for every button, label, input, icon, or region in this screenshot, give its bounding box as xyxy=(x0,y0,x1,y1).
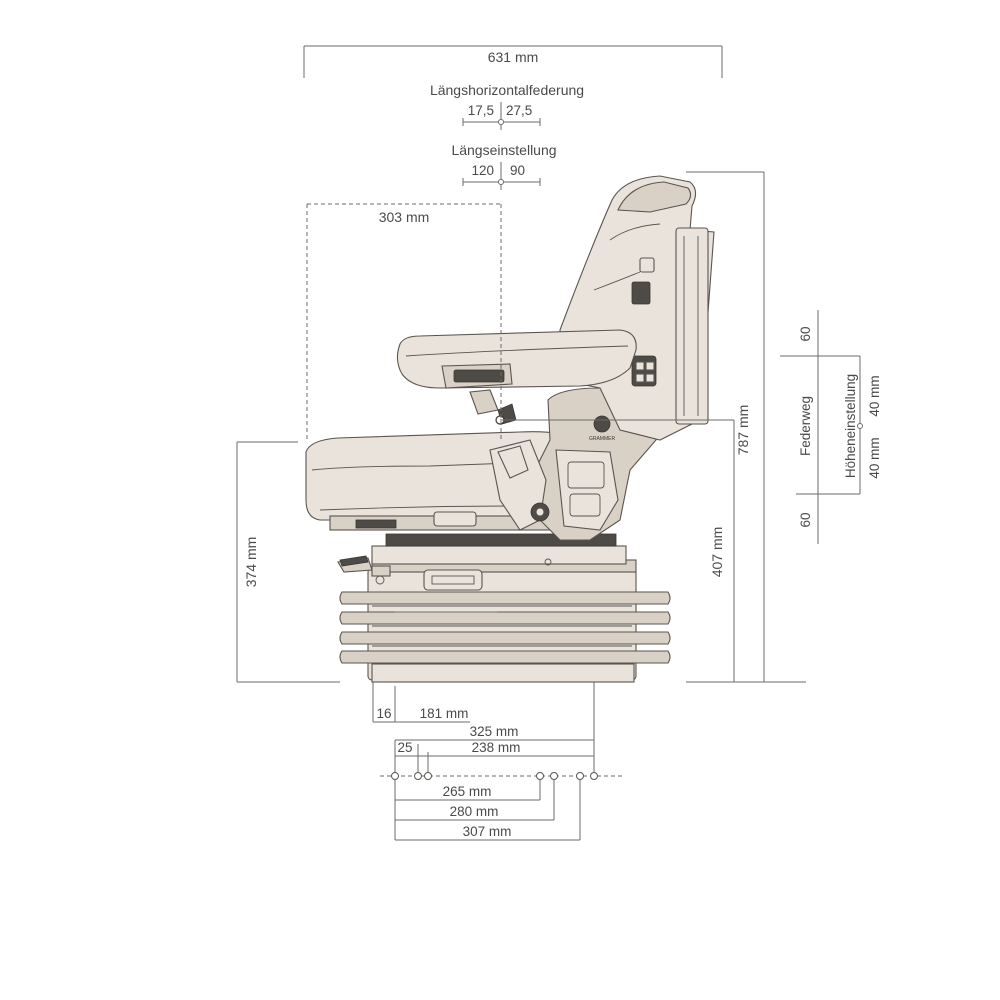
dim-325: 325 mm xyxy=(395,682,595,778)
mount-307-label: 307 mm xyxy=(463,824,512,839)
seat-depth-label: 303 mm xyxy=(379,209,430,225)
dim-sip-height: 407 mm xyxy=(500,419,806,683)
seat-illustration: GRAMMER xyxy=(305,175,715,683)
base-25-label: 25 xyxy=(397,740,412,755)
brand-logo: GRAMMER xyxy=(589,436,616,442)
dim-overall-width: 631 mm xyxy=(303,45,723,78)
cushion-height-label: 374 mm xyxy=(243,537,259,588)
base-325-label: 325 mm xyxy=(470,724,519,739)
mount-hole xyxy=(590,772,598,780)
fore-aft-adjust-front: 90 xyxy=(510,163,525,178)
mount-280-label: 280 mm xyxy=(450,804,499,819)
fore-aft-isolator-front: 27,5 xyxy=(506,103,532,118)
overall-height-label: 787 mm xyxy=(735,405,751,456)
dim-overall-height: 787 mm xyxy=(686,171,765,682)
mount-hole xyxy=(576,772,584,780)
mount-hole xyxy=(550,772,558,780)
mounting-holes xyxy=(380,772,622,780)
base-181-label: 181 mm xyxy=(420,706,469,721)
dim-mount-spacing: 265 mm 280 mm 307 mm xyxy=(395,780,581,841)
mount-hole xyxy=(536,772,544,780)
fore-aft-isolator-title: Längshorizontalfederung xyxy=(430,82,584,98)
side-frame: GRAMMER xyxy=(469,387,657,541)
dim-25-238: 25 238 mm xyxy=(394,740,594,840)
height-adjust-label: Höheneinstellung xyxy=(843,374,858,478)
overall-width-label: 631 mm xyxy=(488,49,539,65)
dim-seat-depth: 303 mm xyxy=(306,203,502,440)
mount-hole xyxy=(391,772,399,780)
dim-fore-aft-adjust: Längseinstellung 120 90 xyxy=(451,142,557,190)
sip-height-label: 407 mm xyxy=(709,527,725,578)
dim-suspension-stroke: 60 Federweg 60 xyxy=(780,310,860,544)
dim-cushion-height: 374 mm xyxy=(236,441,340,683)
armrest xyxy=(396,329,637,389)
mount-hole xyxy=(414,772,422,780)
stroke-bottom-label: 60 xyxy=(798,512,813,527)
dim-fore-aft-isolator: Längshorizontalfederung 17,5 27,5 xyxy=(430,82,584,130)
dim-base-offsets: 16 181 mm xyxy=(372,682,470,723)
dim-height-adjust: Höheneinstellung 40 mm 40 mm xyxy=(843,356,882,494)
fore-aft-isolator-rear: 17,5 xyxy=(468,103,494,118)
fore-aft-adjust-rear: 120 xyxy=(471,163,494,178)
mount-hole xyxy=(424,772,432,780)
height-adjust-down: 40 mm xyxy=(867,437,882,478)
bellows-suspension xyxy=(339,559,671,683)
stroke-label: Federweg xyxy=(798,396,813,456)
stroke-top-label: 60 xyxy=(798,326,813,341)
height-adjust-up: 40 mm xyxy=(867,375,882,416)
fore-aft-adjust-title: Längseinstellung xyxy=(451,142,556,158)
base-238-label: 238 mm xyxy=(472,740,521,755)
base-offset-label: 16 xyxy=(376,706,391,721)
mount-265-label: 265 mm xyxy=(443,784,492,799)
